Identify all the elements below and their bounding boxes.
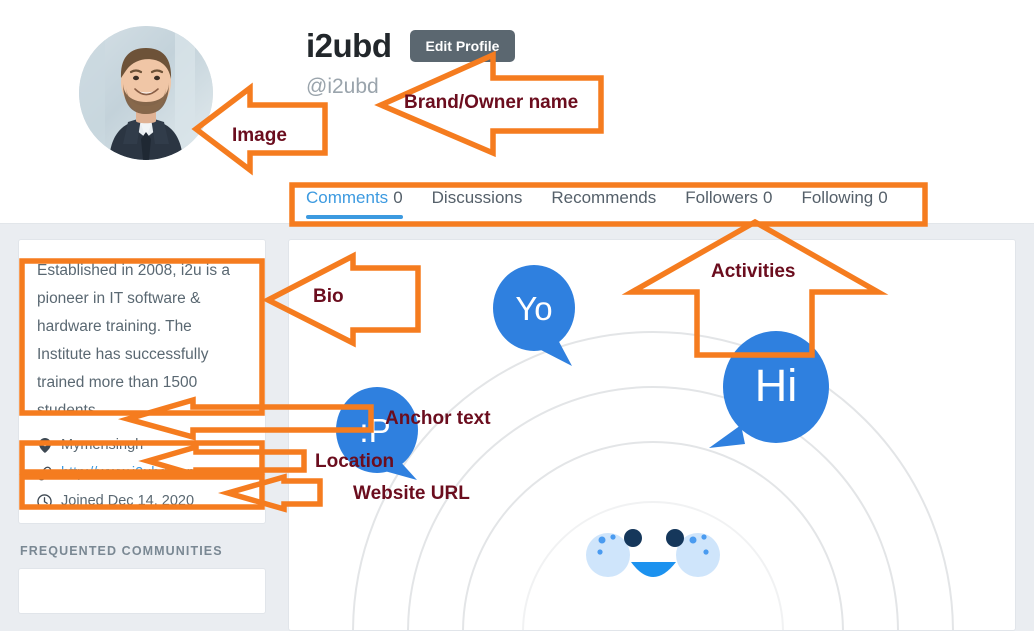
bubble-p: :P: [336, 387, 418, 480]
page-title: i2ubd: [306, 27, 392, 64]
website-row: http://www.i2ubd.com: [37, 465, 247, 481]
left-eye: [624, 529, 642, 547]
tab-count: 0: [762, 188, 773, 207]
mouth: [631, 562, 676, 577]
link-icon: [37, 466, 52, 481]
website-link[interactable]: http://www.i2ubd.com: [61, 465, 199, 481]
tab-label: Discussions: [431, 188, 523, 207]
svg-text:Yo: Yo: [515, 290, 552, 327]
bio-card: Established in 2008, i2u is a pioneer in…: [18, 239, 266, 524]
tab-label: Recommends: [551, 188, 657, 207]
profile-handle: @i2ubd: [306, 75, 379, 99]
bubble-hi: Hi: [709, 331, 829, 448]
bubble-yo: Yo: [493, 265, 575, 366]
activity-empty-state-panel: Yo :P Hi: [288, 239, 1016, 631]
tab-label: Followers: [685, 188, 758, 207]
joined-text: Joined Dec 14, 2020: [61, 493, 195, 509]
location-text: Mymensingh: [61, 437, 144, 453]
empty-state-illustration: Yo :P Hi: [336, 265, 954, 630]
joined-row: Joined Dec 14, 2020: [37, 493, 247, 509]
avatar[interactable]: [79, 26, 213, 160]
clock-icon: [37, 493, 52, 509]
profile-photo-image: [79, 26, 213, 160]
tab-count: 0: [393, 188, 403, 207]
bio-text: Established in 2008, i2u is a pioneer in…: [37, 262, 231, 419]
identity-block: i2ubd Edit Profile @i2ubd: [306, 27, 516, 99]
svg-text:Hi: Hi: [755, 360, 798, 411]
location-pin-icon: [37, 437, 52, 453]
svg-text::P: :P: [359, 412, 390, 449]
location-row: Mymensingh: [37, 437, 247, 453]
tab-discussions[interactable]: Discussions: [432, 188, 523, 219]
tab-count: 0: [878, 188, 888, 207]
right-cheek: [676, 533, 720, 577]
tab-label: Following: [801, 188, 874, 207]
profile-body: Established in 2008, i2u is a pioneer in…: [0, 224, 1034, 631]
left-cheek: [586, 533, 630, 577]
tab-recommends[interactable]: Recommends: [551, 188, 656, 219]
frequented-communities-title: FREQUENTED COMMUNITIES: [20, 544, 223, 558]
tab-label: Comments: [306, 188, 389, 207]
edit-profile-button[interactable]: Edit Profile: [409, 30, 516, 63]
frequented-communities-card: [18, 568, 266, 614]
profile-sidebar: Established in 2008, i2u is a pioneer in…: [18, 239, 266, 614]
right-eye: [666, 529, 684, 547]
